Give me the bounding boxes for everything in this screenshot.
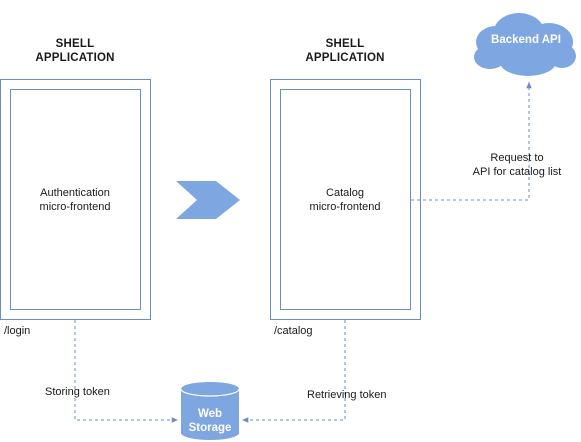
right-microfrontend-label: Catalog micro-frontend — [280, 186, 410, 214]
right-shell-title: SHELL APPLICATION — [290, 37, 400, 65]
cloud-icon — [474, 13, 576, 76]
request-label: Request to API for catalog list — [462, 151, 572, 179]
left-route-label: /login — [4, 325, 31, 337]
storing-token-label: Storing token — [45, 386, 110, 398]
retrieving-connector-line — [242, 320, 346, 423]
left-shell-title: SHELL APPLICATION — [20, 37, 130, 65]
right-microfrontend-box — [280, 89, 411, 310]
database-cylinder-icon — [180, 382, 240, 440]
right-shell-box — [270, 79, 421, 320]
retrieving-token-label: Retrieving token — [307, 389, 387, 401]
left-shell-title-line2: APPLICATION — [35, 52, 115, 64]
right-mf-line1: Catalog — [326, 187, 364, 199]
right-route-label: /catalog — [274, 325, 313, 337]
left-microfrontend-label: Authentication micro-frontend — [10, 186, 140, 214]
left-shell-box — [0, 79, 151, 320]
web-storage-label: Web Storage — [180, 407, 240, 435]
request-connector-line — [411, 82, 532, 201]
left-microfrontend-box — [10, 89, 141, 310]
chevron-arrow-icon — [176, 181, 240, 219]
right-shell-title-line1: SHELL — [325, 38, 365, 50]
left-mf-line1: Authentication — [40, 187, 110, 199]
web-storage-line2: Storage — [188, 422, 232, 434]
backend-api-label: Backend API — [491, 34, 561, 46]
right-shell-title-line2: APPLICATION — [305, 52, 385, 64]
request-line2: API for catalog list — [472, 166, 562, 178]
storing-connector-line — [74, 320, 178, 423]
right-mf-line2: micro-frontend — [309, 201, 381, 213]
left-mf-line2: micro-frontend — [39, 201, 111, 213]
request-line1: Request to — [490, 152, 544, 164]
left-shell-title-line1: SHELL — [55, 38, 95, 50]
web-storage-line1: Web — [197, 408, 223, 420]
